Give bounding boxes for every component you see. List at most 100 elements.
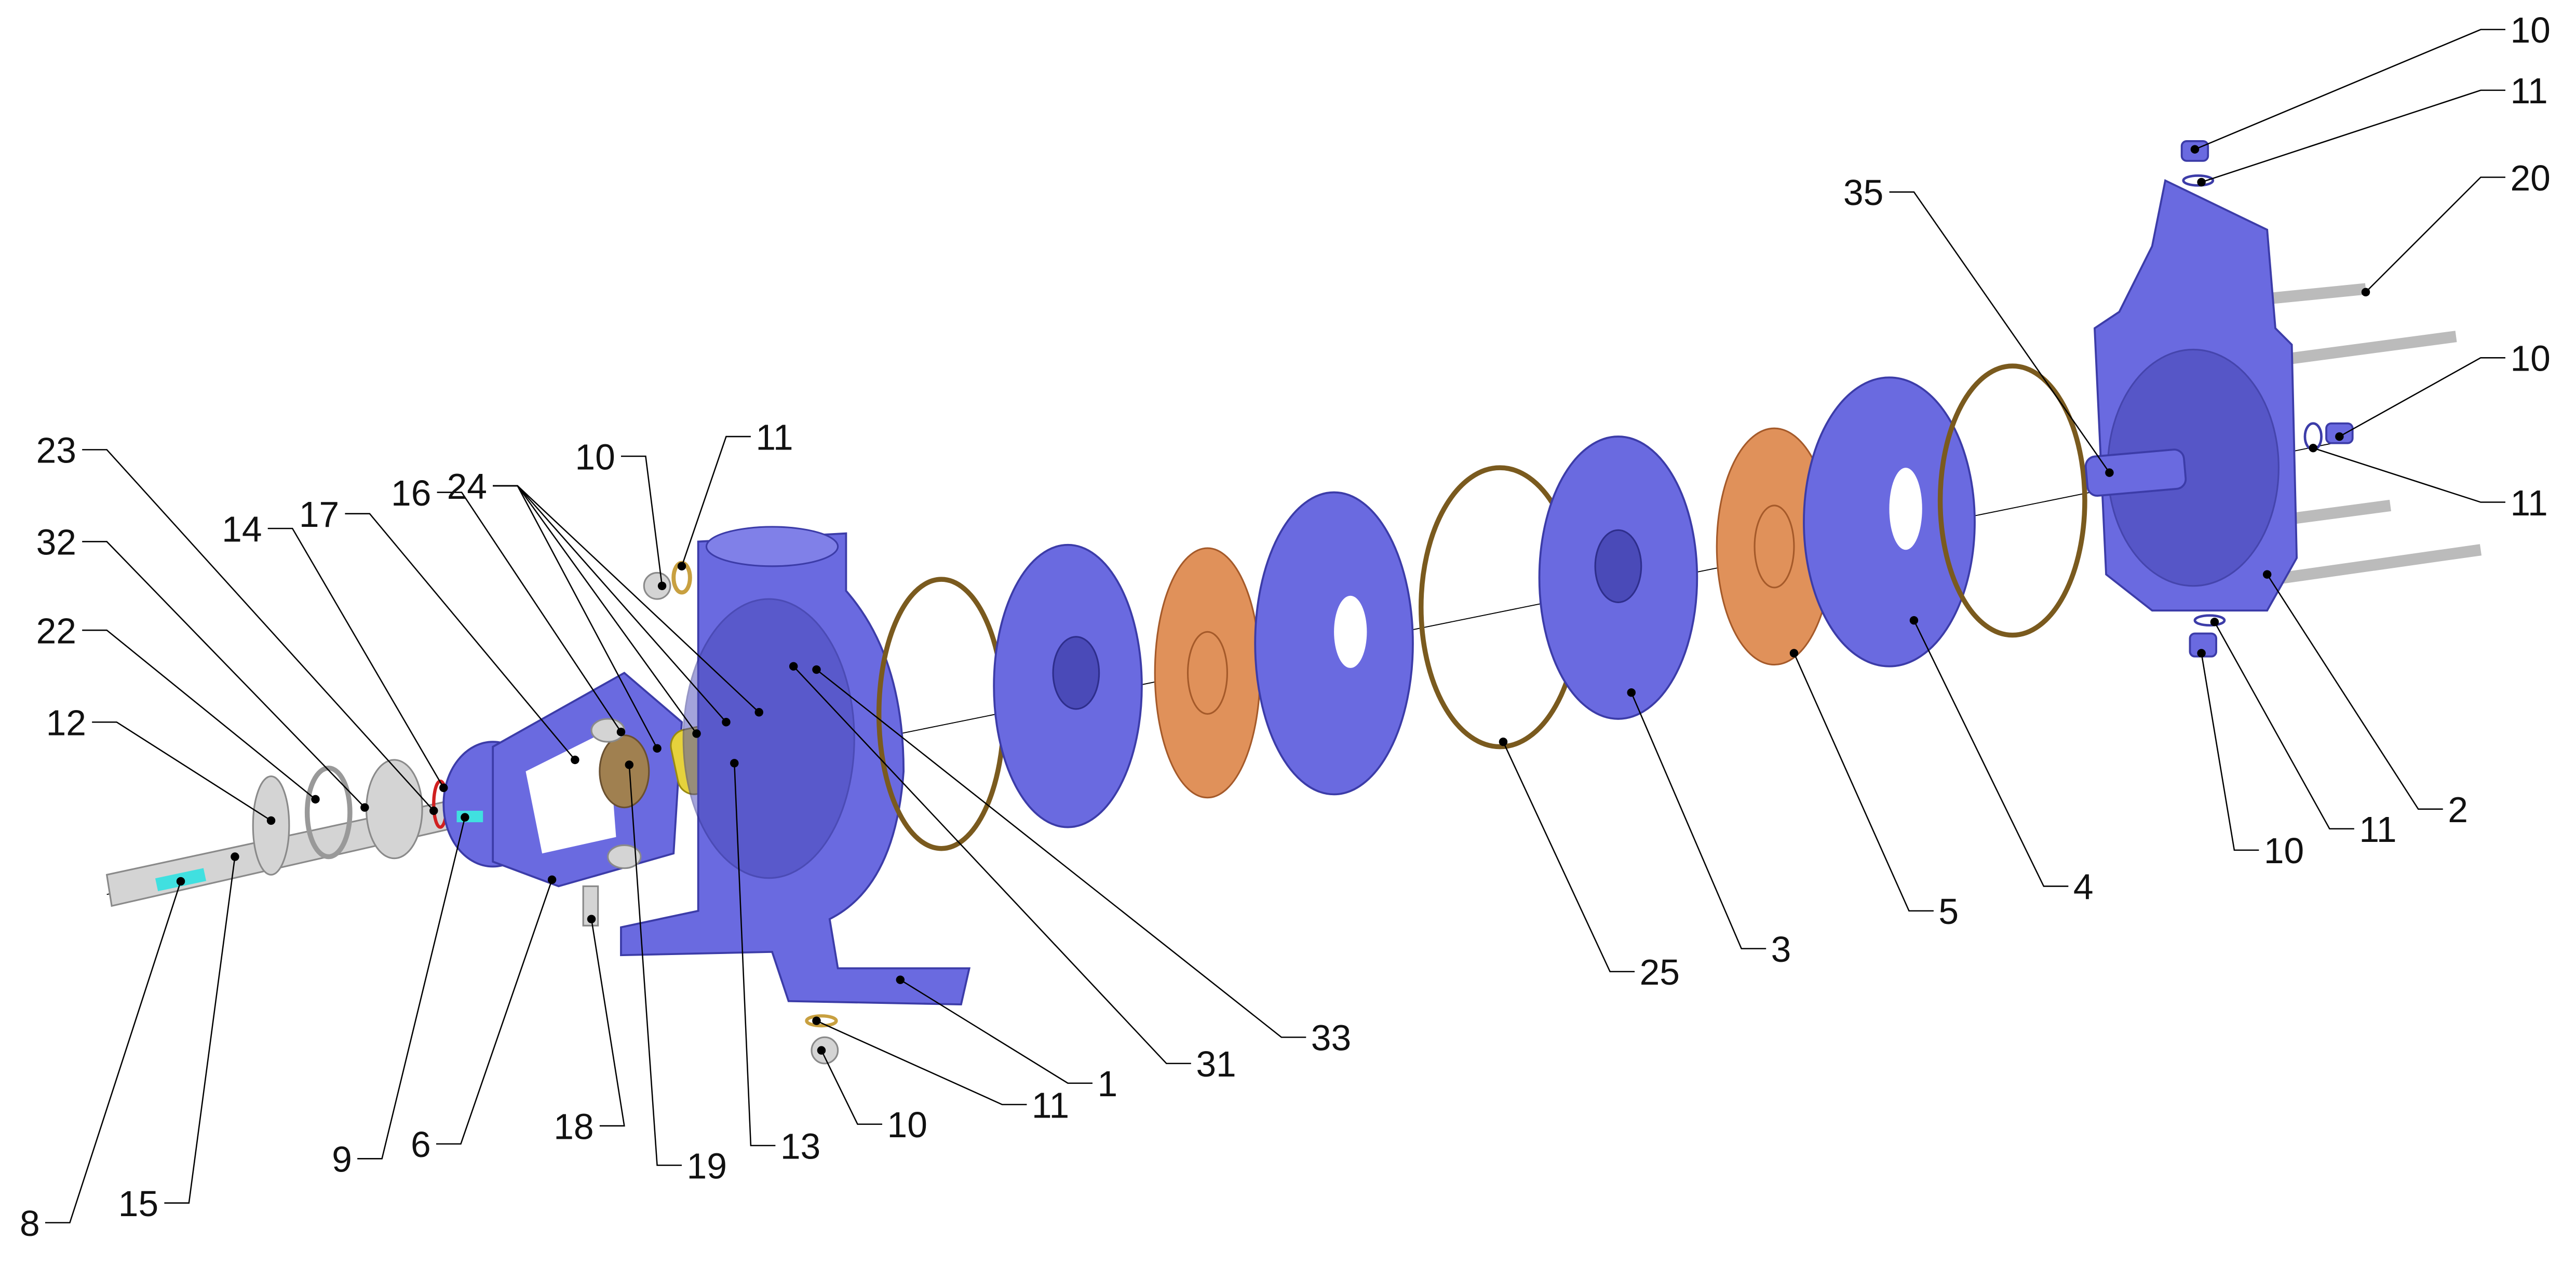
callout-number: 13 [780, 1126, 820, 1166]
callout-number: 19 [687, 1146, 727, 1186]
leader-dot [657, 581, 667, 591]
callout-11: 11 [677, 417, 793, 571]
callout-number: 10 [575, 437, 615, 477]
bracket-window [525, 730, 616, 854]
leader-line [493, 485, 760, 713]
leader-dot [2210, 618, 2219, 626]
callout-22: 22 [36, 610, 320, 804]
leader-line [2339, 357, 2505, 438]
leader-dot [547, 875, 557, 884]
leader-line [2214, 621, 2354, 830]
leader-line [45, 881, 182, 1223]
leader-line [628, 765, 682, 1166]
leader-line [2365, 176, 2505, 293]
leader-dot [360, 803, 369, 812]
callout-number: 2 [2448, 789, 2468, 830]
callout-number: 9 [332, 1139, 352, 1180]
bearing-23 [365, 759, 423, 860]
leader-dot [461, 813, 469, 822]
leader-dot [677, 562, 686, 571]
callout-35: 35 [1843, 172, 2114, 477]
circlip-22 [304, 766, 353, 860]
diffuser-2 [1254, 491, 1414, 796]
leader-line [82, 541, 366, 808]
callout-number: 11 [2359, 809, 2396, 850]
callout-33: 33 [812, 665, 1351, 1058]
callout-number: 8 [20, 1203, 40, 1244]
leader-line [437, 492, 622, 732]
callout-number: 16 [391, 473, 431, 513]
leader-dot [2190, 145, 2200, 154]
leader-line [621, 455, 663, 586]
leader-dot [1909, 616, 1919, 625]
leader-line [590, 919, 625, 1127]
callout-number: 32 [36, 522, 76, 563]
callout-31: 31 [789, 662, 1236, 1084]
callout-23: 23 [36, 430, 438, 815]
impeller-1 [1154, 547, 1261, 799]
washer-11-top-right [2182, 174, 2215, 187]
callout-number: 1 [1097, 1064, 1117, 1104]
leader-line [1889, 191, 2110, 473]
leader-dot [2197, 178, 2206, 187]
diffuser-2-eye [1334, 595, 1367, 668]
leader-dot [1627, 688, 1636, 697]
callout-10: 10 [2335, 338, 2551, 441]
leader-line [82, 629, 316, 800]
leader-dot [1499, 737, 1508, 746]
callout-number: 10 [2264, 830, 2304, 871]
callout-14: 14 [222, 509, 448, 792]
callout-9: 9 [332, 813, 469, 1180]
callout-3: 3 [1627, 688, 1791, 970]
callout-24: 24 [447, 466, 763, 753]
callout-6: 6 [411, 875, 557, 1165]
callout-10: 10 [817, 1046, 927, 1145]
leader-line [2194, 29, 2505, 150]
callout-18: 18 [554, 915, 625, 1147]
leader-dot [2361, 288, 2370, 297]
leader-line [2313, 447, 2505, 503]
callout-number: 15 [118, 1183, 158, 1224]
leader-dot [2335, 432, 2344, 441]
flinger-12 [252, 775, 290, 876]
callout-number: 33 [1311, 1018, 1351, 1058]
leader-dot [692, 729, 701, 738]
leader-line [900, 979, 1093, 1084]
callout-number: 10 [887, 1105, 927, 1145]
callout-number: 24 [447, 466, 487, 507]
leader-dot [789, 662, 798, 671]
outlet-port [705, 526, 839, 567]
leader-dot [754, 708, 763, 717]
callout-16: 16 [391, 473, 626, 737]
callout-11: 11 [2210, 618, 2397, 850]
leader-line [820, 1050, 883, 1125]
leader-line [2201, 89, 2505, 183]
leader-dot [1789, 649, 1799, 658]
shaft-sleeve-35 [2084, 448, 2187, 497]
leader-dot [311, 795, 320, 804]
leader-line [816, 1020, 1027, 1106]
callout-11: 11 [812, 1016, 1069, 1125]
leader-line [793, 665, 1191, 1065]
leader-dot [176, 877, 185, 886]
callout-1: 1 [896, 975, 1117, 1104]
leader-line [164, 856, 236, 1204]
leader-line [734, 763, 776, 1147]
callout-number: 11 [1032, 1085, 1069, 1125]
callout-32: 32 [36, 522, 369, 812]
leader-dot [625, 760, 634, 769]
leader-line [92, 721, 272, 822]
callout-number: 10 [2510, 10, 2550, 50]
callout-15: 15 [118, 852, 239, 1224]
leader-dot [616, 727, 626, 737]
leader-dot [812, 1016, 821, 1025]
callout-number: 18 [554, 1106, 594, 1147]
impeller-5 [1716, 427, 1833, 666]
leader-line [1913, 620, 2069, 887]
callout-25: 25 [1499, 737, 1680, 992]
bolt-16b [607, 844, 642, 869]
callout-11: 11 [2309, 443, 2548, 523]
plug-10-top-left [643, 571, 671, 600]
leader-line [267, 527, 444, 788]
